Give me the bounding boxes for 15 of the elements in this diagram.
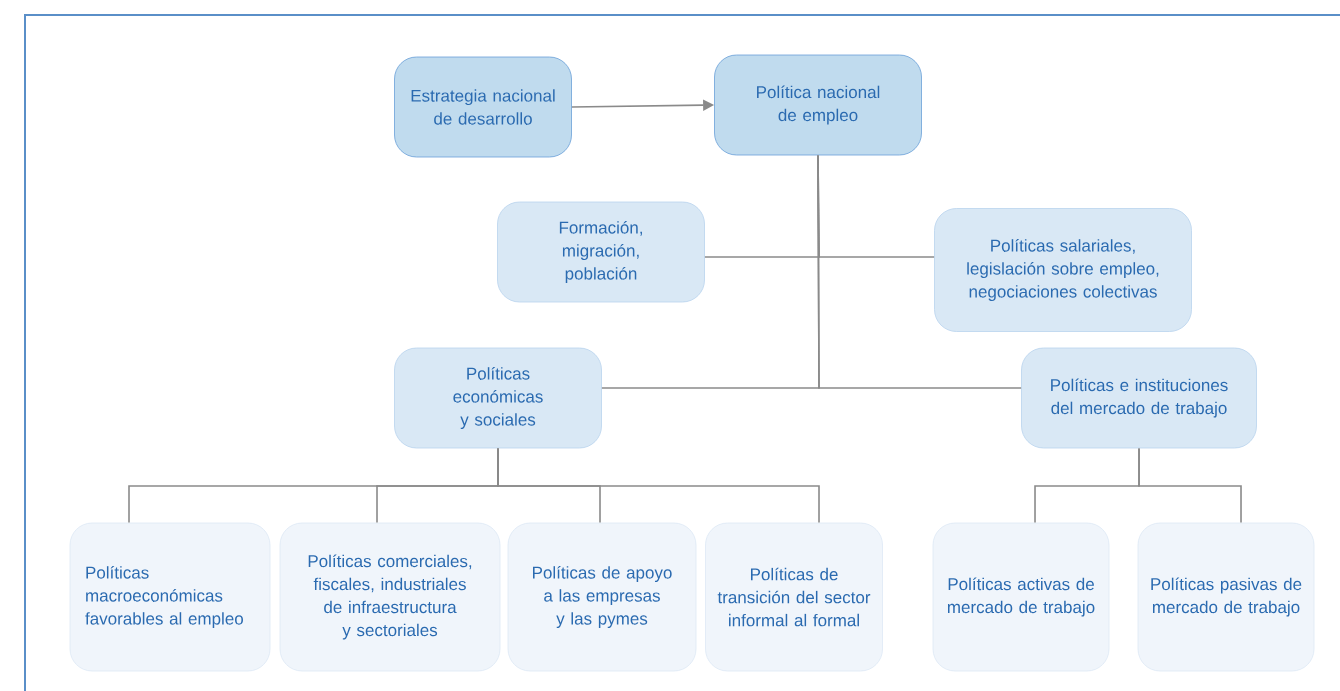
rounded-box: Políticas e instituciones del mercado de trabajo (1021, 347, 1257, 449)
rounded-box: Políticas de transición del sector informal al formal (705, 522, 883, 672)
connector-line (817, 154, 1022, 389)
rounded-box: Formación, migración, población (497, 201, 705, 303)
rounded-box: Política nacional de empleo (714, 54, 922, 156)
rounded-box: Políticas salariales, legislación sobre empleo, negociaciones colectivas (934, 208, 1192, 332)
rounded-box: Políticas de apoyo a las empresas y las pymes (507, 522, 697, 672)
rounded-box: Estrategia nacional de desarrollo (394, 56, 572, 158)
rounded-box: Políticas económicas y sociales (394, 347, 602, 449)
connector-line (497, 447, 820, 524)
rounded-box: Políticas macroeconómicas favorables al empleo (69, 522, 271, 672)
rounded-box: Políticas comerciales, fiscales, industriales de infraestructura y sectoriales (279, 522, 501, 672)
rounded-box: Políticas pasivas de mercado de trabajo (1137, 522, 1315, 672)
connector-line (1138, 447, 1242, 524)
rounded-box: Políticas activas de mercado de trabajo (932, 522, 1110, 672)
